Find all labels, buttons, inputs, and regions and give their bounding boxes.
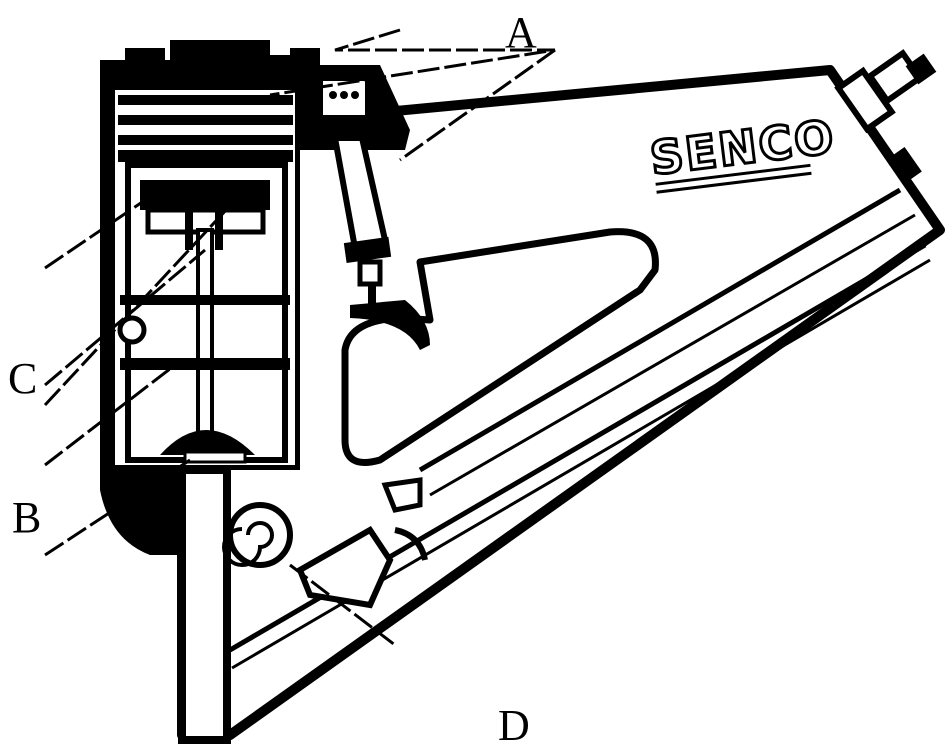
callout-label-c: C <box>8 354 37 403</box>
feed-pawl <box>296 526 394 609</box>
leader-d <box>289 563 396 647</box>
seal-ring <box>117 315 147 345</box>
cylinder-band-lower <box>120 358 290 370</box>
piston-head <box>118 95 293 162</box>
bumper-base <box>183 450 247 464</box>
leader-c-2 <box>44 248 206 387</box>
nosepiece <box>178 466 231 744</box>
trigger <box>350 300 430 350</box>
callout-label-a: A <box>505 8 537 57</box>
leader-lines <box>43 28 556 647</box>
bumper <box>160 430 255 455</box>
feed-mechanism <box>222 477 428 609</box>
handle-opening <box>341 228 659 466</box>
leader-c-3 <box>43 193 242 407</box>
leader-a-2 <box>399 48 556 162</box>
feed-spring-coil <box>227 502 293 568</box>
leader-a-1 <box>269 28 556 97</box>
cylinder-band-upper <box>120 295 290 305</box>
leader-c-1 <box>44 188 161 270</box>
callout-label-b: B <box>12 493 41 542</box>
air-fitting <box>834 49 937 184</box>
callout-label-d: D <box>498 701 530 748</box>
leader-b <box>44 458 191 557</box>
leader-c-4 <box>44 363 176 467</box>
